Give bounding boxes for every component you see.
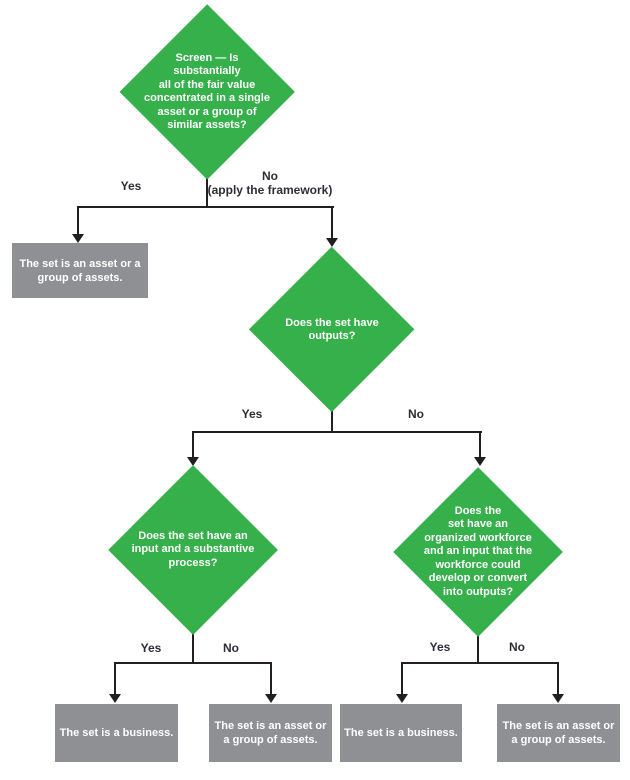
edge-label-input-yes: Yes <box>140 641 162 655</box>
connector-workforce-no-drop <box>557 662 559 695</box>
arrowhead-outputs-yes-icon <box>187 457 199 466</box>
arrowhead-workforce-yes-icon <box>396 694 408 703</box>
connector-screen-stub <box>206 171 208 208</box>
decision-input-process-text: Does the set have an input and a substan… <box>131 529 255 569</box>
connector-input-branch <box>114 662 272 664</box>
arrowhead-input-no-icon <box>265 694 277 703</box>
connector-screen-branch <box>77 206 334 208</box>
edge-label-screen-no: No (apply the framework) <box>207 169 333 197</box>
arrowhead-workforce-no-icon <box>552 694 564 703</box>
decision-input-process: Does the set have an input and a substan… <box>107 464 278 635</box>
outcome-workforce-no: The set is an asset or a group of assets… <box>497 704 620 762</box>
connector-outputs-branch <box>192 431 482 433</box>
edge-label-outputs-no: No <box>408 407 424 421</box>
outcome-input-no: The set is an asset or a group of assets… <box>209 704 332 762</box>
edge-label-input-no: No <box>223 641 239 655</box>
connector-workforce-branch <box>401 662 559 664</box>
decision-outputs: Does the set have outputs? <box>249 247 415 413</box>
connector-input-yes-drop <box>114 662 116 695</box>
connector-outputs-yes-drop <box>192 431 194 458</box>
arrowhead-outputs-no-icon <box>474 457 486 466</box>
decision-outputs-text: Does the set have outputs? <box>285 316 379 343</box>
arrowhead-input-yes-icon <box>109 694 121 703</box>
decision-workforce-text: Does the set have an organized workforce… <box>423 504 533 598</box>
connector-screen-yes-drop <box>77 206 79 234</box>
connector-input-stub <box>192 633 194 664</box>
connector-outputs-stub <box>331 411 333 433</box>
arrowhead-screen-no-icon <box>326 238 338 247</box>
connector-input-no-drop <box>270 662 272 695</box>
arrowhead-screen-yes-icon <box>72 234 84 243</box>
edge-label-screen-yes: Yes <box>120 179 142 193</box>
connector-workforce-yes-drop <box>401 662 403 695</box>
edge-label-workforce-yes: Yes <box>429 640 451 654</box>
decision-screen-text: Screen — Is substantially all of the fai… <box>144 51 270 132</box>
decision-screen: Screen — Is substantially all of the fai… <box>119 4 295 180</box>
outcome-input-yes: The set is a business. <box>55 704 178 762</box>
connector-screen-no-drop <box>331 206 333 238</box>
outcome-workforce-yes: The set is a business. <box>340 704 462 762</box>
outcome-screen-yes: The set is an asset or a group of assets… <box>12 243 148 298</box>
decision-workforce: Does the set have an organized workforce… <box>392 466 563 637</box>
edge-label-workforce-no: No <box>509 640 525 654</box>
connector-workforce-stub <box>477 635 479 664</box>
connector-outputs-no-drop <box>479 431 481 458</box>
edge-label-outputs-yes: Yes <box>241 407 263 421</box>
